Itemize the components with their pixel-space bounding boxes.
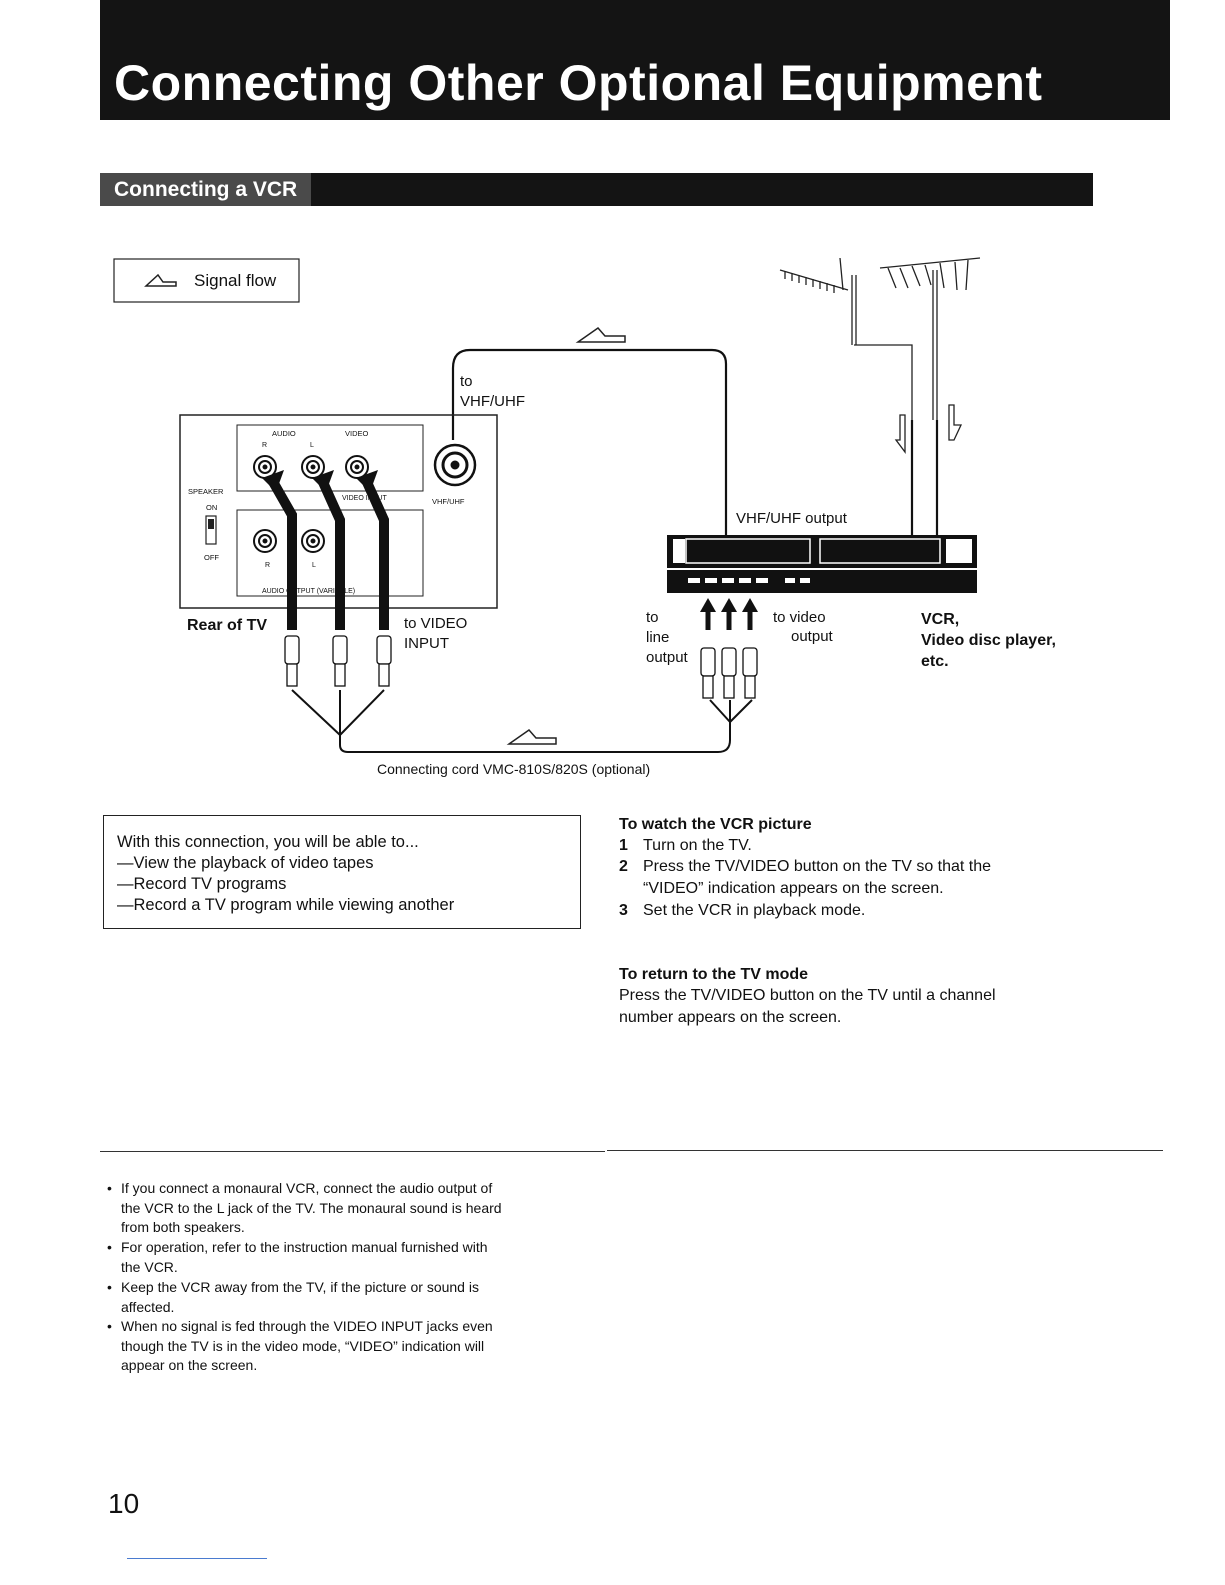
- divider: [607, 1150, 1163, 1151]
- bullet: •: [107, 1279, 112, 1295]
- connection-benefits-box: With this connection, you will be able t…: [103, 815, 581, 929]
- video-label: VIDEO: [345, 429, 369, 438]
- step-text: Turn on the TV.: [643, 837, 752, 854]
- rca-plugs: [700, 647, 758, 699]
- page-number: 10: [108, 1488, 140, 1519]
- to-video-output-label: output: [791, 628, 834, 645]
- r-label: R: [265, 562, 270, 569]
- step-number: 2: [619, 858, 628, 875]
- rear-of-tv-label: Rear of TV: [187, 617, 267, 634]
- on-label: ON: [206, 503, 217, 512]
- to-video-input-label: to VIDEO: [404, 615, 467, 632]
- bullet: •: [107, 1318, 112, 1334]
- speaker-label: SPEAKER: [188, 487, 224, 496]
- watch-vcr-heading: To watch the VCR picture: [619, 816, 812, 833]
- av-cables: [267, 477, 389, 630]
- vcr-cables: [705, 610, 753, 630]
- legend-label: Signal flow: [194, 271, 277, 290]
- to-line-output-label: line: [646, 629, 669, 646]
- note-item: • When no signal is fed through the VIDE…: [107, 1317, 587, 1376]
- page-title: Connecting Other Optional Equipment: [114, 55, 1043, 111]
- section-bar: Connecting a VCR: [100, 173, 1093, 206]
- note-line: the VCR to the L jack of the TV. The mon…: [121, 1199, 502, 1216]
- audio-label: AUDIO: [272, 429, 296, 438]
- video-input-label: VIDEO INPUT: [342, 495, 387, 502]
- to-vhf-uhf-label: VHF/UHF: [460, 393, 525, 410]
- l-label: L: [312, 562, 316, 569]
- step-text: Press the TV/VIDEO button on the TV so t…: [643, 858, 992, 875]
- vcr-label: Video disc player,: [921, 632, 1056, 649]
- step-1: 1 Turn on the TV.: [619, 837, 752, 855]
- vhf-uhf-jack-label: VHF/UHF: [432, 497, 465, 506]
- to-video-input-label: INPUT: [404, 635, 449, 652]
- list-item: —View the playback of video tapes: [117, 854, 374, 872]
- vcr-label: etc.: [921, 653, 949, 670]
- audio-output-label: AUDIO OUTPUT (VARIABLE): [262, 588, 355, 595]
- vcr-label: VCR,: [921, 611, 959, 628]
- note-line: from both speakers.: [121, 1219, 245, 1236]
- up-arrow-icon: [262, 470, 378, 492]
- return-tv-heading: To return to the TV mode: [619, 966, 809, 983]
- note-line: though the TV is in the video mode, “VID…: [121, 1337, 485, 1354]
- vhf-uhf-cable: [451, 348, 939, 538]
- section-title: Connecting a VCR: [100, 173, 312, 206]
- r-label: R: [262, 442, 267, 449]
- off-label: OFF: [204, 553, 219, 562]
- return-tv-text: number appears on the screen.: [619, 1009, 842, 1026]
- connecting-cord: [291, 689, 753, 753]
- step-number: 3: [619, 902, 628, 919]
- bullet: •: [107, 1180, 112, 1196]
- to-vhf-uhf-label: to: [460, 373, 473, 390]
- note-item: • For operation, refer to the instructio…: [107, 1238, 587, 1277]
- l-label: L: [310, 442, 314, 449]
- up-arrow-icon: [700, 598, 758, 612]
- note-line: the VCR.: [121, 1258, 178, 1275]
- vcr-unit: [667, 535, 977, 593]
- divider: [100, 1151, 605, 1152]
- return-tv-text: Press the TV/VIDEO button on the TV unti…: [619, 987, 996, 1004]
- to-line-output-label: to: [646, 609, 659, 626]
- step-3: 3 Set the VCR in playback mode.: [619, 902, 865, 920]
- connection-diagram: Signal flow to VHF/UHF VHF/UHF output AU…: [113, 257, 1056, 777]
- connection-intro: With this connection, you will be able t…: [117, 833, 419, 851]
- divider: [127, 1558, 267, 1559]
- list-item: —Record a TV program while viewing anoth…: [117, 896, 455, 914]
- signal-flow-legend: Signal flow: [113, 258, 300, 303]
- note-line: When no signal is fed through the VIDEO …: [121, 1318, 493, 1334]
- antenna-icon: [779, 257, 981, 420]
- list-item: —Record TV programs: [117, 875, 287, 893]
- signal-flow-arrow-icon: [506, 728, 557, 745]
- vhf-uhf-output-label: VHF/UHF output: [736, 510, 848, 527]
- signal-flow-arrow-icon: [575, 326, 626, 343]
- step-2: 2 Press the TV/VIDEO button on the TV so …: [619, 858, 991, 876]
- step-number: 1: [619, 837, 628, 854]
- rca-plugs: [284, 635, 392, 687]
- note-line: appear on the screen.: [121, 1357, 258, 1374]
- to-video-output-label: to video: [773, 609, 826, 626]
- to-line-output-label: output: [646, 649, 689, 666]
- down-arrow-icon: [894, 404, 963, 454]
- step-2-continued: “VIDEO” indication appears on the screen…: [643, 880, 944, 897]
- note-line: For operation, refer to the instruction …: [121, 1239, 488, 1255]
- note-item: • Keep the VCR away from the TV, if the …: [107, 1278, 587, 1317]
- connecting-cord-label: Connecting cord VMC-810S/820S (optional): [377, 761, 650, 777]
- step-text: Set the VCR in playback mode.: [643, 902, 866, 919]
- note-line: affected.: [121, 1298, 175, 1315]
- note-item: • If you connect a monaural VCR, connect…: [107, 1179, 587, 1238]
- signal-flow-arrow-icon: [144, 273, 177, 287]
- note-line: Keep the VCR away from the TV, if the pi…: [121, 1279, 479, 1295]
- bullet: •: [107, 1239, 112, 1255]
- note-line: If you connect a monaural VCR, connect t…: [121, 1180, 493, 1196]
- title-bar: Connecting Other Optional Equipment: [100, 0, 1170, 120]
- speaker-switch: [205, 515, 217, 545]
